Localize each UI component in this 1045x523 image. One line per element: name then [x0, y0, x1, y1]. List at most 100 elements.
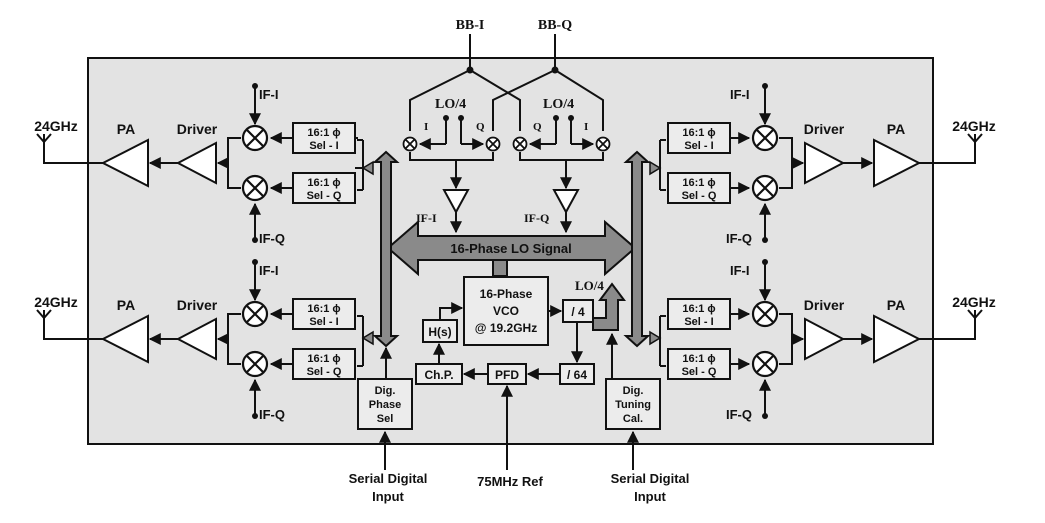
loop-filter-label: H(s)	[428, 325, 451, 339]
mixer-small-icon	[402, 136, 418, 152]
pa-amp-icon	[100, 138, 149, 188]
mixer-icon	[751, 124, 779, 152]
i-label-right: I	[584, 121, 588, 133]
driver-label: Driver	[177, 121, 218, 137]
dig-phase-sel-block	[357, 378, 413, 430]
sel-i-line2: Sel - I	[684, 316, 713, 328]
vco-line1: 16-Phase	[480, 287, 533, 301]
bottom-inputs: Serial Digital Input 75MHz Ref Serial Di…	[349, 384, 690, 504]
sel-q-block	[667, 348, 731, 380]
rf-out-label: 24GHz	[34, 294, 78, 310]
sel-i-line1: 16:1 ϕ	[682, 127, 715, 139]
pa-label: PA	[887, 297, 905, 313]
mixer-small-icon	[595, 136, 611, 152]
dig-tuning-line3: Cal.	[623, 413, 643, 425]
driver-amp-icon	[804, 141, 846, 185]
if-q-center-label: IF-Q	[524, 211, 549, 225]
ref-input-label: 75MHz Ref	[477, 474, 543, 489]
serial-input-left-line2: Input	[372, 489, 404, 504]
lo-bus-left-vertical	[372, 150, 400, 348]
rf-out-label: 24GHz	[952, 294, 996, 310]
if-q-label: IF-Q	[726, 407, 752, 422]
q-label-right: Q	[533, 121, 542, 133]
pa-label: PA	[117, 121, 135, 137]
if-i-label: IF-I	[259, 263, 279, 278]
pa-amp-icon	[873, 138, 922, 188]
dig-phase-line3: Sel	[377, 413, 394, 425]
sel-i-line2: Sel - I	[684, 140, 713, 152]
rf-out-label: 24GHz	[34, 118, 78, 134]
sel-q-line1: 16:1 ϕ	[307, 177, 340, 189]
lo-bus-right-vertical	[623, 150, 651, 348]
pa-amp-icon	[100, 314, 149, 364]
if-i-label: IF-I	[730, 87, 750, 102]
lo-div4-lower-label: LO/4	[575, 278, 604, 293]
mixer-small-icon	[485, 136, 501, 152]
driver-amp-icon	[175, 317, 217, 361]
sel-i-line1: 16:1 ϕ	[307, 303, 340, 315]
mixer-icon	[241, 124, 269, 152]
lo-div4-quadrature-right: LO/4 Q I IF-Q	[512, 97, 611, 234]
driver-amp-icon	[804, 317, 846, 361]
lo-distribution-bus: 16-Phase LO Signal	[361, 150, 662, 348]
if-i-label: IF-I	[730, 263, 750, 278]
serial-input-left-line1: Serial Digital	[349, 471, 428, 486]
q-label-left: Q	[476, 121, 485, 133]
bb-q-label: BB-Q	[538, 18, 572, 33]
mixer-icon	[241, 350, 269, 378]
sel-i-line1: 16:1 ϕ	[682, 303, 715, 315]
mixer-icon	[751, 350, 779, 378]
bus-selector-links	[357, 139, 666, 367]
dig-tuning-line2: Tuning	[615, 399, 651, 411]
if-q-label: IF-Q	[259, 407, 285, 422]
if-q-label: IF-Q	[259, 231, 285, 246]
serial-input-right-line2: Input	[634, 489, 666, 504]
charge-pump-label: Ch.P.	[424, 368, 453, 382]
sel-q-block	[667, 172, 731, 204]
sel-q-line1: 16:1 ϕ	[682, 177, 715, 189]
rf-out-label: 24GHz	[952, 118, 996, 134]
i-label-left: I	[424, 121, 428, 133]
if-i-center-label: IF-I	[416, 211, 437, 225]
if-q-label: IF-Q	[726, 231, 752, 246]
mixer-icon	[751, 300, 779, 328]
lo-div4-quadrature-left: LO/4 I Q IF-I	[402, 97, 501, 234]
pfd-label: PFD	[495, 368, 519, 382]
lo-div4-feed-arrow	[592, 282, 626, 331]
tx-channel-bottom-left: IF-I IF-Q 16:1 ϕ Sel - I 16:1 ϕ Sel - Q …	[34, 259, 356, 422]
lo-div4-left-label: LO/4	[435, 97, 466, 112]
sel-q-line2: Sel - Q	[682, 190, 717, 202]
lo-div4-right-label: LO/4	[543, 97, 574, 112]
sel-i-block	[667, 122, 731, 154]
dig-tuning-cal-block	[605, 378, 661, 430]
sel-i-line2: Sel - I	[309, 316, 338, 328]
lo-bus-label: 16-Phase LO Signal	[450, 241, 571, 256]
if-i-label: IF-I	[259, 87, 279, 102]
tx-channel-top-left: IF-I IF-Q 16:1 ϕ Sel - I 16:1 ϕ Sel - Q …	[34, 83, 363, 246]
dig-tuning-line1: Dig.	[623, 385, 644, 397]
serial-input-right-line1: Serial Digital	[611, 471, 690, 486]
pa-label: PA	[117, 297, 135, 313]
div64-label: / 64	[567, 368, 587, 382]
if-q-amplifier-icon	[552, 189, 580, 215]
mixer-icon	[241, 300, 269, 328]
tx-channel-bottom-right: IF-I IF-Q 16:1 ϕ Sel - I 16:1 ϕ Sel - Q …	[667, 259, 996, 422]
pll-section: 16-Phase VCO @ 19.2GHz / 4 LO/4 / 64 PFD…	[357, 276, 661, 430]
vco-line2: VCO	[493, 304, 519, 318]
bb-i-label: BB-I	[456, 18, 485, 33]
div4-label: / 4	[571, 305, 585, 319]
sel-q-block	[292, 172, 356, 204]
sel-q-line2: Sel - Q	[307, 190, 342, 202]
sel-q-line2: Sel - Q	[307, 366, 342, 378]
mixer-icon	[241, 174, 269, 202]
if-i-amplifier-icon	[442, 189, 470, 215]
dig-phase-line1: Dig.	[375, 385, 396, 397]
driver-label: Driver	[804, 297, 845, 313]
sel-i-block	[667, 298, 731, 330]
mixer-icon	[751, 174, 779, 202]
sel-q-line1: 16:1 ϕ	[682, 353, 715, 365]
sel-i-line2: Sel - I	[309, 140, 338, 152]
driver-label: Driver	[804, 121, 845, 137]
sel-q-line1: 16:1 ϕ	[307, 353, 340, 365]
